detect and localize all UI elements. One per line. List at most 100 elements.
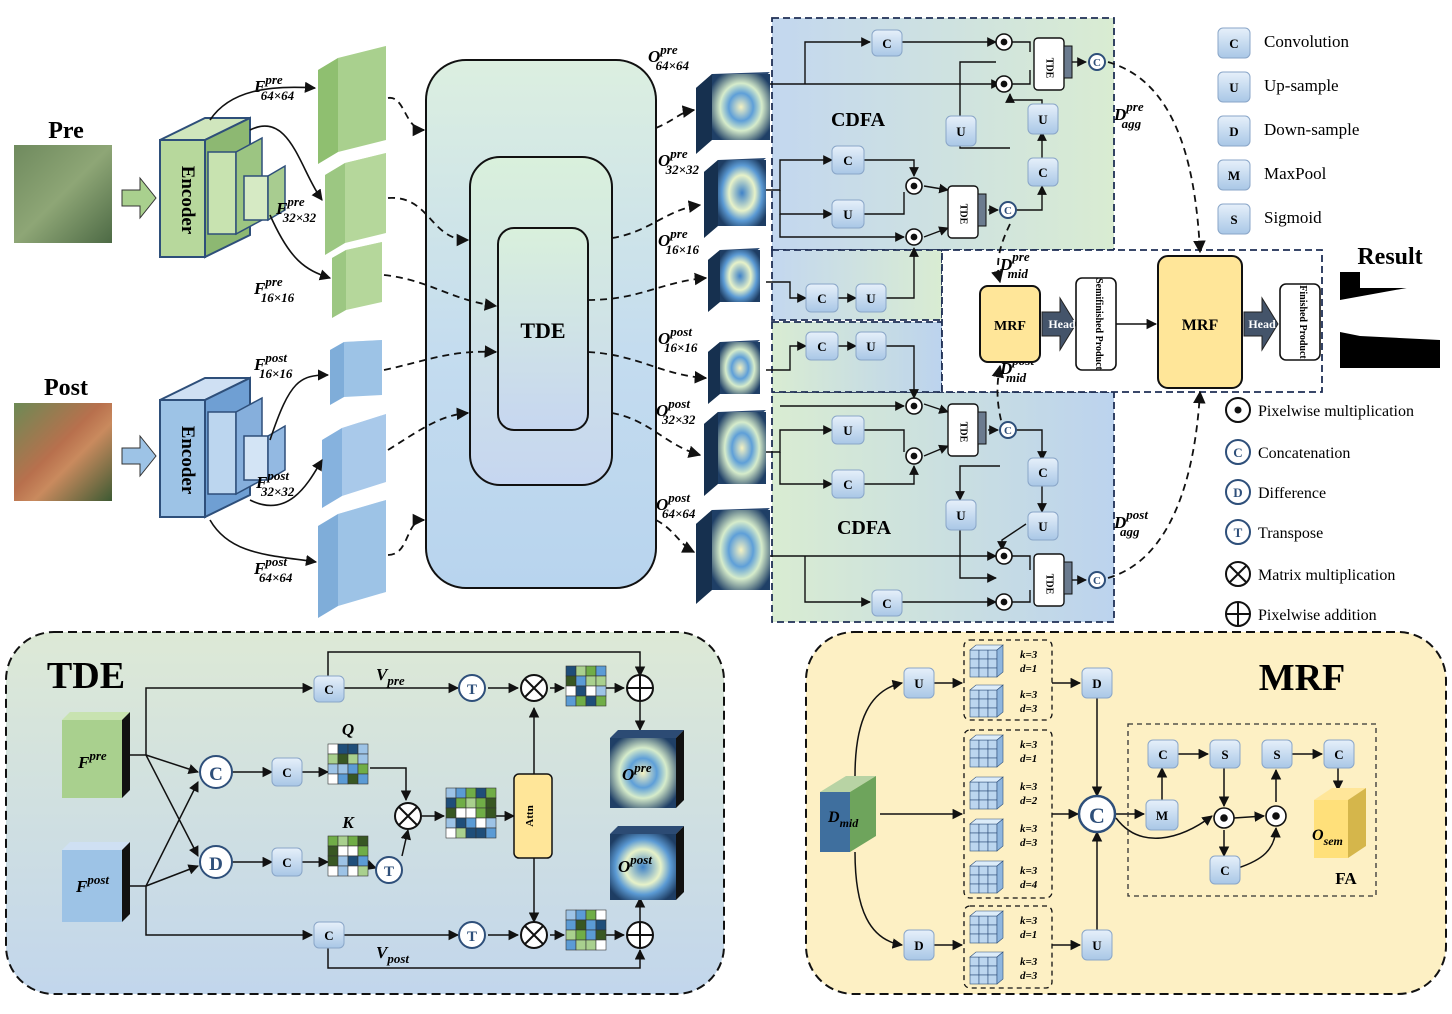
o-sem-block: Osem — [1312, 788, 1366, 858]
svg-text:TDE: TDE — [1044, 574, 1055, 595]
dilated-conv-groups: k=3d=1k=3d=3k=3d=1k=3d=2k=3d=3k=3d=4k=3d… — [963, 639, 1053, 989]
f-post-block: Fpost — [62, 842, 130, 922]
legend-glyph: C — [1233, 445, 1242, 460]
op-conv: C — [805, 283, 839, 313]
dilation-label: d=1 — [1020, 663, 1037, 675]
op-upsample: U — [855, 283, 887, 313]
op-downsample: D — [1081, 667, 1113, 699]
conv-cube-icon — [969, 818, 1004, 852]
feature-pre-64 — [318, 46, 386, 164]
head-label-2: Head — [1248, 317, 1276, 331]
concat-icon: C — [999, 201, 1017, 219]
transpose-icon: T — [458, 674, 486, 702]
output-pre-32 — [704, 158, 766, 238]
attn-box — [513, 773, 553, 859]
svg-text:Encoder: Encoder — [177, 166, 198, 235]
svg-text:Encoder: Encoder — [177, 426, 198, 495]
fa-label: FA — [1335, 869, 1357, 888]
svg-text:C: C — [282, 765, 291, 780]
op-conv: C — [831, 469, 865, 499]
svg-text:U: U — [1092, 938, 1102, 953]
kernel-label: k=3 — [1020, 823, 1038, 835]
legend-symbol: Matrix multiplication — [1225, 561, 1395, 587]
concat-icon: C — [1088, 53, 1106, 71]
tde-main-inner — [497, 227, 589, 431]
svg-text:C: C — [1158, 747, 1167, 762]
output-post-16 — [708, 340, 760, 404]
dilation-label: d=3 — [1020, 703, 1038, 715]
svg-text:C: C — [1038, 465, 1047, 480]
op-maxpool: M — [1145, 799, 1179, 831]
conv-cube-icon — [969, 951, 1004, 985]
svg-text:S: S — [1273, 747, 1280, 762]
tde-concat-op: C — [199, 755, 233, 789]
svg-text:C: C — [1004, 425, 1012, 437]
mrf-detail-title: MRF — [1259, 657, 1346, 699]
svg-text:Dmid: Dmid — [827, 809, 859, 830]
legend-glyph: T — [1234, 525, 1243, 540]
kernel-label: k=3 — [1020, 739, 1038, 751]
svg-text:C: C — [1089, 803, 1105, 828]
post-encoder: Encoder — [159, 376, 286, 519]
conv-cube-icon — [969, 910, 1004, 944]
v-pre-label: Vpre — [376, 665, 405, 688]
tde-detail-title: TDE — [47, 655, 125, 697]
kernel-label: k=3 — [1020, 689, 1038, 701]
cdfa-top-label: CDFA — [831, 109, 886, 131]
svg-text:S: S — [1221, 747, 1228, 762]
op-upsample: U — [1027, 511, 1059, 541]
matrix-grid — [327, 835, 369, 877]
dilation-label: d=3 — [1020, 837, 1038, 849]
svg-text:D: D — [1092, 676, 1101, 691]
feature-post-32 — [322, 414, 386, 508]
svg-text:U: U — [956, 508, 966, 523]
tde-main-label: TDE — [520, 318, 565, 343]
head-label-1: Head — [1048, 317, 1076, 331]
svg-text:U: U — [843, 423, 853, 438]
svg-text:Osem: Osem — [1312, 827, 1343, 848]
dilated-conv-group: k=3d=1k=3d=3 — [963, 905, 1053, 989]
svg-text:U: U — [866, 291, 876, 306]
matrix-mult-icon — [394, 674, 548, 949]
o-pre-block: Opre — [610, 730, 684, 808]
result-label: Result — [1357, 244, 1422, 270]
output-post-64 — [696, 508, 770, 604]
fa-mult-dots — [1213, 805, 1287, 829]
matrix-grid — [565, 665, 607, 707]
legend-text: Sigmoid — [1264, 208, 1322, 227]
legend-text: Pixelwise multiplication — [1258, 403, 1414, 420]
kernel-label: k=3 — [1020, 915, 1038, 927]
svg-text:C: C — [843, 153, 852, 168]
legend-text: Difference — [1258, 485, 1326, 502]
op-upsample: U — [945, 115, 977, 147]
op-sigmoid: S — [1261, 739, 1293, 769]
feature-pre-16 — [332, 242, 382, 318]
cdfa-tde-block: TDE — [1033, 37, 1073, 91]
svg-text:C: C — [1220, 863, 1229, 878]
conv-cube-icon — [969, 860, 1004, 894]
attn-label: Attn — [524, 805, 536, 826]
svg-text:U: U — [914, 676, 924, 691]
kernel-label: k=3 — [1020, 865, 1038, 877]
dilation-label: d=2 — [1020, 795, 1038, 807]
dilated-conv-group: k=3d=1k=3d=3 — [963, 639, 1053, 721]
svg-text:Fpre: Fpre — [77, 748, 107, 772]
conv-cube-icon — [969, 776, 1004, 810]
post-input-arrow — [121, 434, 157, 478]
post-label: Post — [44, 375, 88, 401]
cdfa-tde-blocks: TDE TDE TDE TDE — [947, 37, 1073, 607]
head-arrow-2 — [1243, 296, 1279, 352]
